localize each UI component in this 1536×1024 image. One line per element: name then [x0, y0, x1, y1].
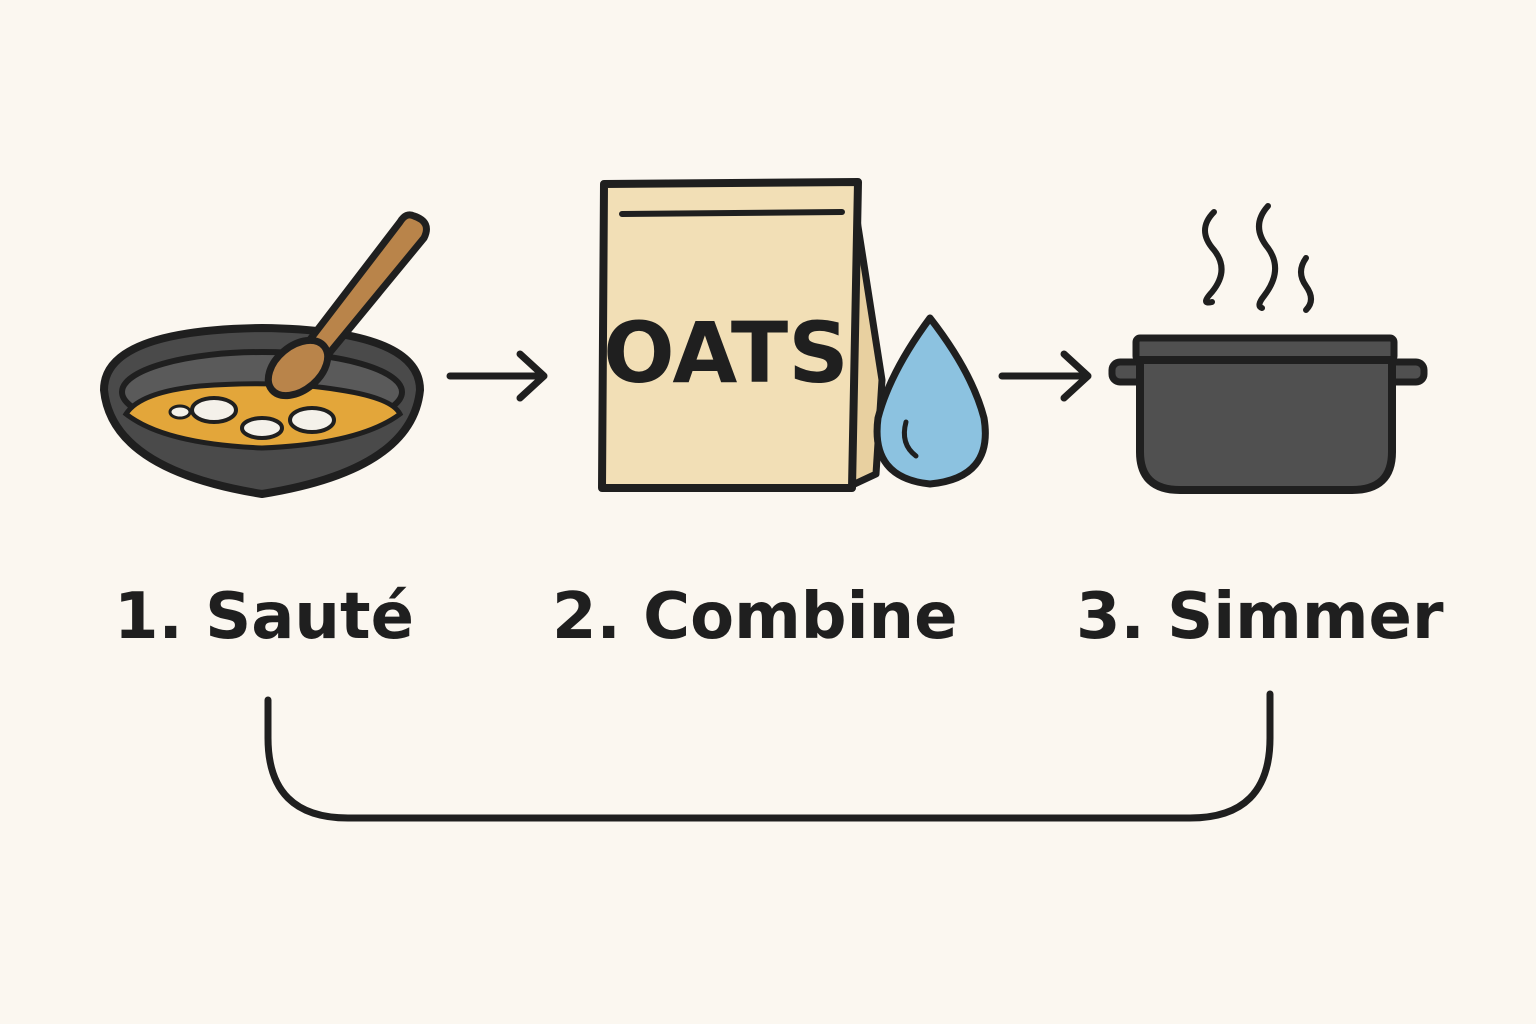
- step-label-simmer: 3. Simmer: [1076, 580, 1444, 654]
- garlic-piece: [190, 396, 238, 424]
- step-label-saute: 1. Sauté: [114, 580, 414, 654]
- garlic-piece: [240, 416, 284, 440]
- frying-pan-icon: [100, 211, 430, 498]
- steaming-pot-icon: [1108, 203, 1428, 494]
- steam-icon: [1256, 203, 1278, 311]
- garlic-piece: [288, 406, 336, 434]
- steam-icon: [1298, 255, 1314, 313]
- water-drop-icon: [873, 314, 989, 488]
- cycle-bracket: [264, 690, 1274, 822]
- garlic-piece: [168, 404, 192, 420]
- bag-text: OATS: [603, 304, 848, 402]
- arrow-right-icon: [998, 350, 1092, 402]
- step-label-combine: 2. Combine: [552, 580, 958, 654]
- arrow-right-icon: [446, 350, 548, 402]
- oats-bag-icon: OATS: [598, 178, 886, 492]
- steam-icon: [1202, 209, 1225, 306]
